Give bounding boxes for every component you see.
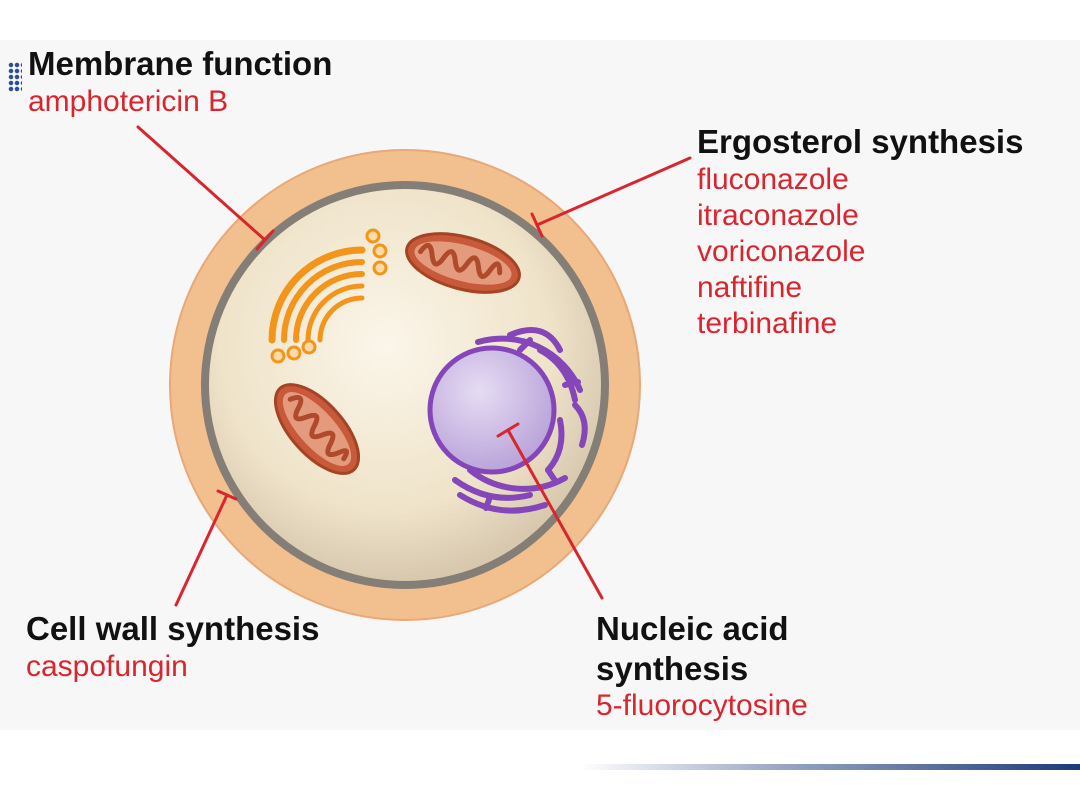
membrane-target-title: Membrane function [28,45,333,82]
nucleic-target-title-line1: Nucleic acid [596,610,789,647]
drug-name: fluconazole [697,162,849,196]
ergosterol-target-title: Ergosterol synthesis [697,123,1024,160]
drug-name: itraconazole [697,198,859,232]
drug-name: terbinafine [697,306,838,340]
endoplasmic-reticulum [452,327,588,514]
ergosterol-target-label: Ergosterol synthesis fluconazole itracon… [697,122,1023,342]
drug-name: caspofungin [26,649,188,683]
nucleus [427,345,557,475]
logo-fragment [8,62,22,92]
cell-wall-drug-list: caspofungin [26,649,319,685]
mitochondrion [273,383,361,475]
ergosterol-pointer [535,156,692,227]
membrane-drug-list: amphotericin B [28,84,332,120]
pointer-lines [136,125,692,607]
drug-name: amphotericin B [28,84,229,118]
nucleic-target-label: Nucleic acid synthesis 5-fluorocytosine [596,609,808,724]
drug-name: naftifine [697,270,803,304]
cell-wall-target-label: Cell wall synthesis caspofungin [26,609,319,685]
cell-wall-target-title: Cell wall synthesis [26,610,320,647]
nucleic-drug-list: 5-fluorocytosine [596,688,808,724]
membrane-pointer [136,125,267,242]
cell-wall-pointer [174,493,229,607]
golgi-apparatus [268,228,388,364]
mitochondrion [405,232,521,294]
decorative-bottom-bar [580,764,1080,770]
membrane-target-label: Membrane function amphotericin B [28,44,332,120]
drug-name: voriconazole [697,234,866,268]
drug-name: 5-fluorocytosine [596,689,808,723]
nucleic-pointer [506,428,604,600]
nucleic-target-title-line2: synthesis [596,649,749,687]
ergosterol-drug-list: fluconazole itraconazole voriconazole na… [697,162,1023,342]
